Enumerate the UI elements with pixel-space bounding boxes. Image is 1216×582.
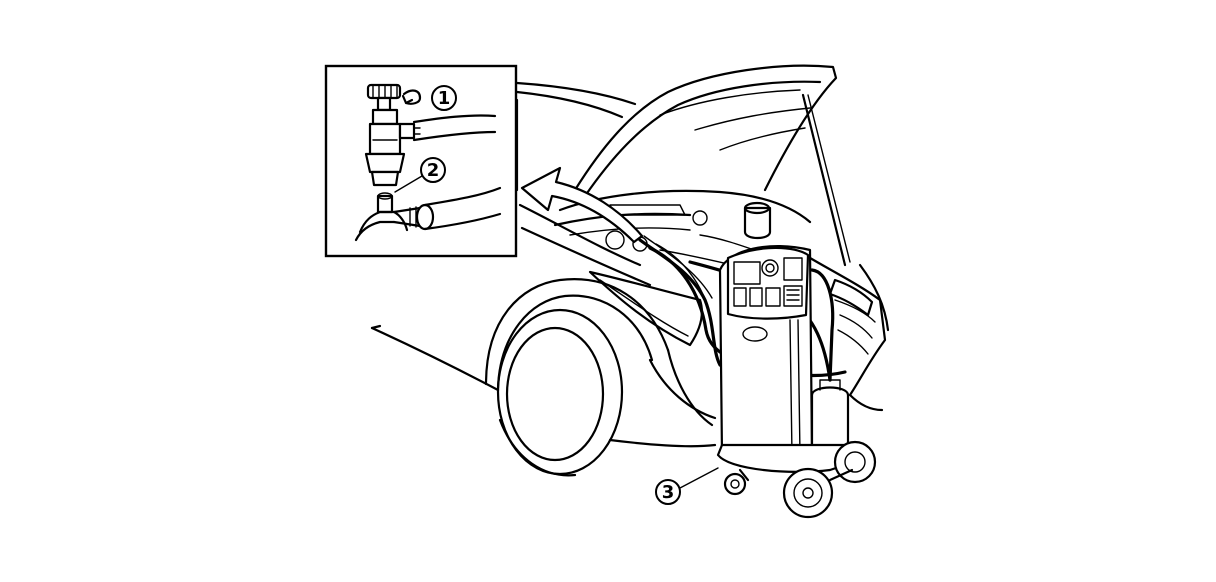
- callout-2-label: 2: [427, 160, 440, 181]
- callout-2: 2: [394, 157, 446, 193]
- inset-detail-box: [324, 64, 518, 258]
- ac-recovery-machine: [716, 244, 877, 519]
- direction-arrow: [520, 166, 644, 244]
- callout-1: 1: [431, 85, 457, 111]
- hood-raised: [573, 64, 851, 267]
- callout-3: 3: [655, 467, 719, 505]
- car-illustration: [370, 81, 890, 477]
- callout-1-label: 1: [438, 88, 451, 109]
- callout-3-label: 3: [662, 482, 675, 503]
